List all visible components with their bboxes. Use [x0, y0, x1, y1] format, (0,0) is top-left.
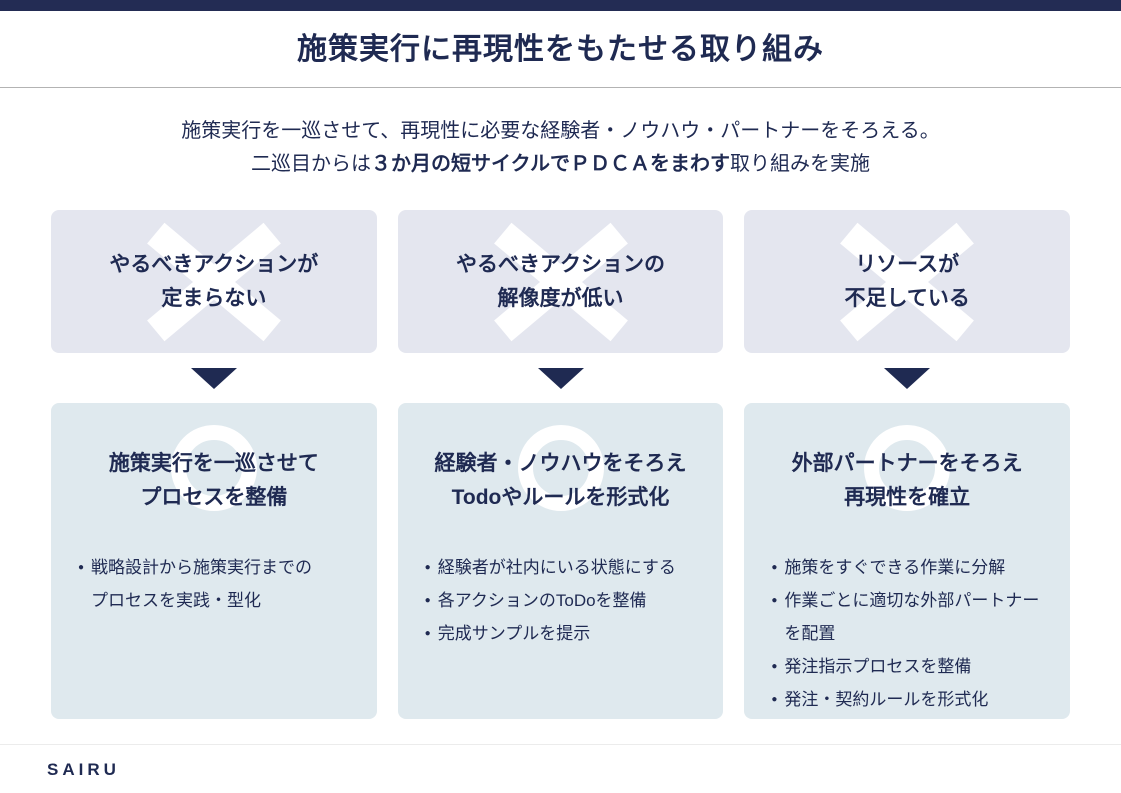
bullet-text: 経験者が社内にいる状態にする — [437, 558, 676, 577]
bullet-dot-icon: ● — [424, 595, 431, 606]
bullet-text: 戦略設計から施策実行までの プロセスを実践・型化 — [91, 558, 313, 610]
bullet-dot-icon: ● — [424, 562, 431, 573]
bullet-text: 発注指示プロセスを整備 — [784, 657, 972, 676]
bullet-text: 発注・契約ルールを形式化 — [784, 690, 989, 709]
problem-card: やるべきアクションが 定まらない — [51, 210, 377, 353]
down-arrow-icon — [190, 368, 237, 389]
problem-card: やるべきアクションの 解像度が低い — [397, 210, 724, 353]
bullet-text: 作業ごとに適切な外部パートナー を配置 — [784, 591, 1040, 643]
list-item: ● 戦略設計から施策実行までの プロセスを実践・型化 — [78, 551, 350, 617]
list-item: ● 発注・契約ルールを形式化 — [771, 683, 1043, 716]
page-title: 施策実行に再現性をもたせる取り組み — [297, 33, 824, 66]
header-divider — [0, 87, 1121, 88]
list-item: ● 各アクションのToDoを整備 — [425, 584, 697, 617]
solution-card: 外部パートナーをそろえ 再現性を確立 ● 施策をすぐできる作業に分解 ● 作業ごとに… — [744, 403, 1071, 719]
intro-line2-pre: 二巡目からは — [251, 153, 371, 175]
solution-title: 外部パートナーをそろえ 再現性を確立 — [791, 452, 1023, 509]
bullet-text: 各アクションのToDoを整備 — [437, 591, 647, 610]
column-actions-undefined: やるべきアクションが 定まらない 施策実行を一巡させて プロセスを整備 ● 戦略設… — [51, 210, 377, 719]
solution-bullet-list: ● 経験者が社内にいる状態にする ● 各アクションのToDoを整備 ● 完成サンプルを… — [425, 551, 697, 650]
bullet-dot-icon: ● — [78, 562, 85, 573]
solution-title: 施策実行を一巡させて プロセスを整備 — [108, 452, 319, 509]
intro-line2-bold: ３か月の短サイクルでＰＤＣＡをまわす — [371, 153, 730, 175]
column-low-resolution: やるべきアクションの 解像度が低い 経験者・ノウハウをそろえ Todoやルールを… — [397, 210, 724, 719]
bullet-text: 完成サンプルを提示 — [437, 624, 591, 643]
three-column-layout: やるべきアクションが 定まらない 施策実行を一巡させて プロセスを整備 ● 戦略設… — [0, 210, 1121, 719]
intro-line1: 施策実行を一巡させて、再現性に必要な経験者・ノウハウ・パートナーをそろえる。 — [181, 120, 940, 142]
problem-card: リソースが 不足している — [744, 210, 1071, 353]
solution-title: 経験者・ノウハウをそろえ Todoやルールを形式化 — [434, 452, 687, 509]
solution-bullet-list: ● 戦略設計から施策実行までの プロセスを実践・型化 — [78, 551, 350, 617]
down-arrow-icon — [884, 368, 931, 389]
problem-text: やるべきアクションが 定まらない — [109, 252, 319, 310]
problem-text: やるべきアクションの 解像度が低い — [456, 252, 665, 310]
list-item: ● 作業ごとに適切な外部パートナー を配置 — [771, 584, 1043, 650]
intro-text: 施策実行を一巡させて、再現性に必要な経験者・ノウハウ・パートナーをそろえる。二巡… — [0, 115, 1121, 181]
column-resource-shortage: リソースが 不足している 外部パートナーをそろえ 再現性を確立 ● 施策をすぐでき… — [744, 210, 1071, 719]
bullet-text: 施策をすぐできる作業に分解 — [784, 558, 1006, 577]
bullet-dot-icon: ● — [771, 661, 778, 672]
bullet-dot-icon: ● — [771, 694, 778, 705]
list-item: ● 施策をすぐできる作業に分解 — [771, 551, 1043, 584]
bullet-dot-icon: ● — [771, 562, 778, 573]
problem-text: リソースが 不足している — [844, 252, 970, 310]
sairu-logo: SAIRU — [47, 760, 120, 779]
intro-line2-post: 取り組みを実施 — [730, 153, 870, 175]
solution-card: 施策実行を一巡させて プロセスを整備 ● 戦略設計から施策実行までの プロセスを実… — [51, 403, 377, 719]
list-item: ● 完成サンプルを提示 — [425, 617, 697, 650]
solution-bullet-list: ● 施策をすぐできる作業に分解 ● 作業ごとに適切な外部パートナー を配置 ● 発注指… — [771, 551, 1043, 716]
footer-divider — [0, 744, 1121, 745]
bullet-dot-icon: ● — [424, 628, 431, 639]
bullet-dot-icon: ● — [771, 595, 778, 606]
top-accent-bar — [0, 0, 1121, 11]
down-arrow-icon — [537, 368, 584, 389]
solution-card: 経験者・ノウハウをそろえ Todoやルールを形式化 ● 経験者が社内にいる状態にす… — [397, 403, 724, 719]
list-item: ● 発注指示プロセスを整備 — [771, 650, 1043, 683]
list-item: ● 経験者が社内にいる状態にする — [425, 551, 697, 584]
